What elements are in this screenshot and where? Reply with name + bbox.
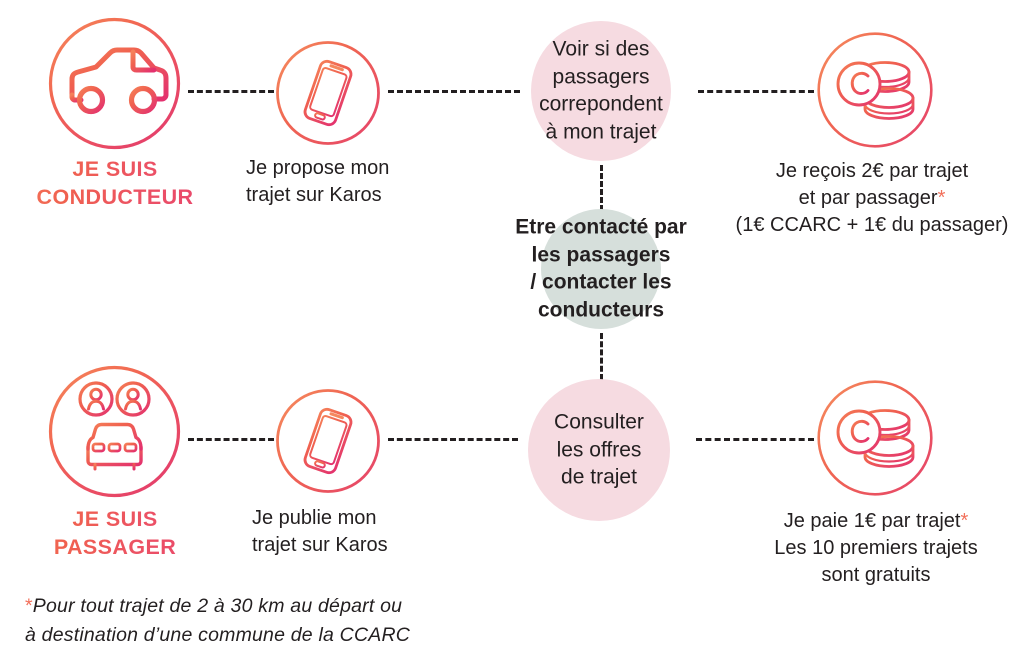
blob-driver-match-text: Voir si des passagers correpondent à mon…: [539, 36, 663, 147]
footnote-line1: *Pour tout trajet de 2 à 30 km au départ…: [25, 592, 410, 621]
footnote: *Pour tout trajet de 2 à 30 km au départ…: [25, 592, 410, 651]
car-front-with-passengers-icon: [48, 365, 181, 498]
connector-offers-to-payment: [696, 438, 814, 441]
caption-driver-earnings-line2-text: et par passager: [798, 186, 938, 209]
role-label-passenger-line2: PASSAGER: [53, 534, 177, 559]
coins-euro-icon: [817, 32, 933, 148]
footnote-asterisk: *: [25, 595, 33, 617]
blob-passenger-offers-line2: les offres: [556, 438, 642, 462]
caption-driver-publish-line2: trajet sur Karos: [246, 183, 382, 206]
caption-passenger-publish-line1: Je publie mon: [252, 507, 377, 529]
blob-driver-match-line2: passagers: [552, 65, 650, 89]
caption-passenger-payment-line3: sont gratuits: [821, 563, 931, 586]
caption-passenger-publish: Je publie mon trajet sur Karos: [252, 505, 388, 559]
connector-passenger-to-phone: [188, 438, 274, 441]
blob-driver-match-line3: correpondent: [539, 93, 663, 116]
caption-driver-earnings-line1: Je reçois 2€ par trajet: [775, 160, 969, 182]
connector-match-to-earnings: [698, 90, 814, 93]
coins-euro-icon: [817, 380, 933, 496]
blob-center-contact-line4: conducteurs: [537, 298, 665, 322]
caption-driver-publish: Je propose mon trajet sur Karos: [246, 155, 389, 209]
blob-passenger-offers-line1: Consulter: [554, 410, 644, 434]
caption-driver-earnings: Je reçois 2€ par trajet et par passager*…: [722, 158, 1022, 238]
footnote-line1-text: Pour tout trajet de 2 à 30 km au départ …: [32, 595, 403, 617]
role-label-driver: JE SUIS CONDUCTEUR: [12, 156, 218, 211]
caption-passenger-publish-line2: trajet sur Karos: [252, 533, 388, 556]
smartphone-icon: [276, 389, 380, 493]
blob-center-contact-line2: les passagers: [531, 243, 671, 267]
blob-passenger-offers: Consulter les offres de trajet: [528, 379, 670, 521]
blob-driver-match-line1: Voir si des: [552, 37, 650, 61]
blob-center-contact-line1: Etre contacté par: [515, 215, 687, 239]
caption-driver-earnings-line3: (1€ CCARC + 1€ du passager): [735, 213, 1009, 236]
role-label-passenger: JE SUIS PASSAGER: [12, 506, 218, 561]
blob-center-contact-text: Etre contacté par les passagers / contac…: [515, 214, 687, 325]
role-label-passenger-line1: JE SUIS: [72, 507, 158, 531]
asterisk-marker: *: [937, 186, 946, 209]
smartphone-icon: [276, 41, 380, 145]
blob-center-contact: Etre contacté par les passagers / contac…: [515, 209, 687, 329]
caption-passenger-payment-line1: Je paie 1€ par trajet*: [730, 508, 1022, 535]
role-label-driver-line2: CONDUCTEUR: [36, 184, 194, 209]
connector-driver-to-phone: [188, 90, 274, 93]
footnote-line2: à destination d’une commune de la CCARC: [25, 624, 411, 647]
role-label-driver-line1: JE SUIS: [72, 157, 158, 181]
blob-driver-match-line4: à mon trajet: [545, 120, 657, 144]
connector-phone-to-match: [388, 90, 520, 93]
blob-center-contact-line3: / contacter les: [530, 271, 672, 294]
blob-passenger-offers-line3: de trajet: [561, 465, 637, 489]
asterisk-marker: *: [960, 510, 969, 532]
connector-match-to-center: [600, 165, 603, 211]
connector-phone-to-offers: [388, 438, 518, 441]
blob-passenger-offers-text: Consulter les offres de trajet: [554, 408, 644, 491]
caption-passenger-payment-line1-text: Je paie 1€ par trajet: [783, 510, 961, 532]
caption-driver-publish-line1: Je propose mon: [246, 157, 390, 179]
caption-passenger-payment: Je paie 1€ par trajet* Les 10 premiers t…: [730, 508, 1022, 588]
connector-center-to-offers: [600, 333, 603, 380]
blob-driver-match: Voir si des passagers correpondent à mon…: [531, 21, 671, 161]
car-side-icon: [48, 17, 181, 150]
caption-driver-earnings-line2: et par passager*: [722, 185, 1022, 212]
caption-passenger-payment-line2: Les 10 premiers trajets: [774, 536, 978, 559]
